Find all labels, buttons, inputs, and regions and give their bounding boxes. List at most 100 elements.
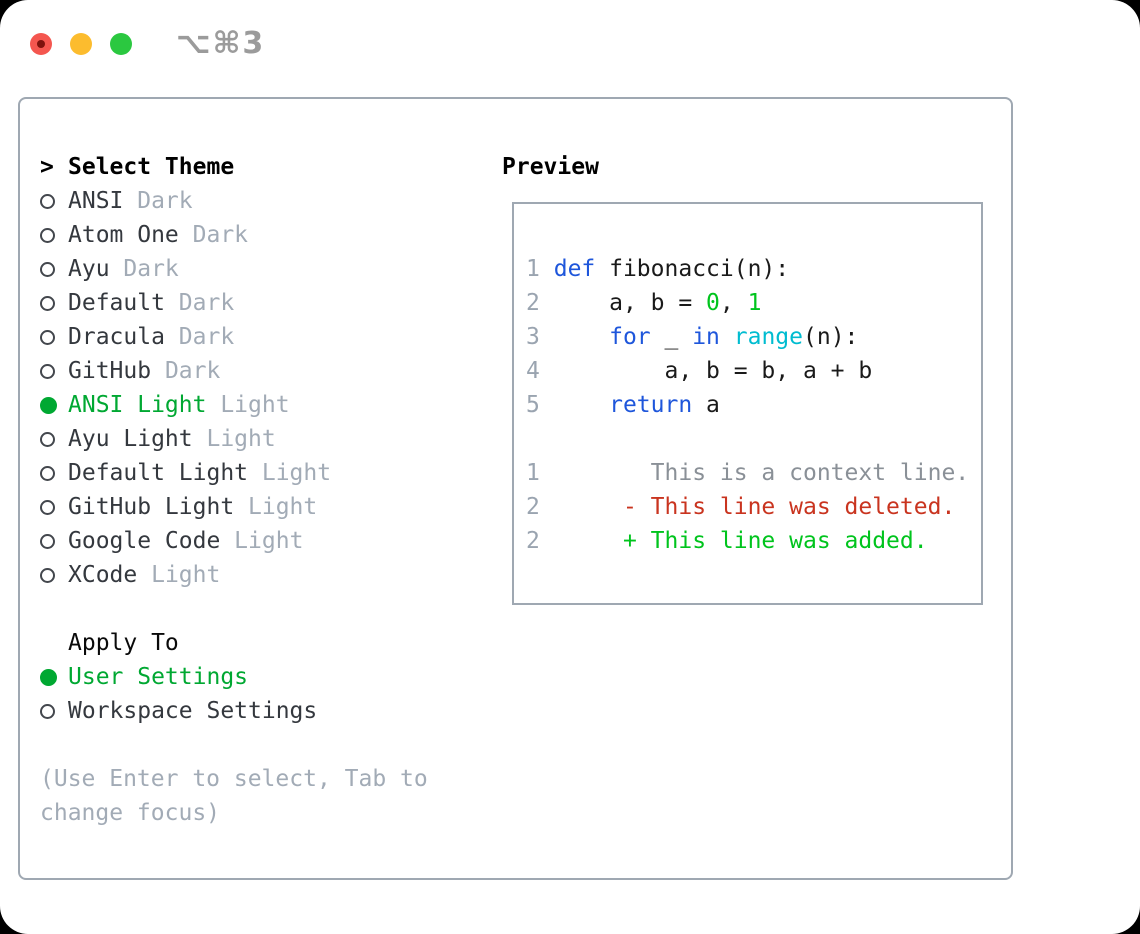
theme-option-default[interactable]: Default Dark [40,286,464,320]
code-token: (n): [803,324,859,350]
line-number: 2 [526,494,540,520]
code-token: 0 [706,290,720,316]
variant-badge: Light [234,494,318,520]
radio-unselected-icon [40,465,68,481]
option-label: Dracula [68,324,165,350]
theme-option-google-code[interactable]: Google Code Light [40,524,464,558]
diff-line: 2 - This line was deleted. [526,490,981,524]
option-label: Workspace Settings [68,698,318,724]
code-line: 2 a, b = 0, 1 [526,286,981,320]
radio-circle [40,703,55,719]
code-token: a, b = b, a + b [553,358,873,384]
code-token: return [609,392,693,418]
line-number: 3 [526,324,540,350]
theme-option-xcode[interactable]: XCode Light [40,558,464,592]
option-label: ANSI Light [68,392,207,418]
variant-badge: Dark [178,222,249,248]
radio-circle [40,668,57,686]
variant-badge: Light [206,392,290,418]
titlebar: ⌥⌘3 [30,26,265,61]
radio-unselected-icon [40,329,68,345]
diff-line: 2 + This line was added. [526,524,981,558]
spacer [40,728,464,762]
code-token: fibonacci(n): [595,256,790,282]
option-label: GitHub [68,358,152,384]
variant-badge: Dark [164,290,235,316]
radio-unselected-icon [40,533,68,549]
variant-badge: Light [248,460,332,486]
radio-circle [40,533,55,549]
variant-badge: Light [220,528,304,554]
keyboard-shortcut-label: ⌥⌘3 [176,26,266,61]
option-label: User Settings [68,664,249,690]
help-text: (Use Enter to select, Tab to change focu… [40,766,428,826]
option-label: Default Light [68,460,249,486]
theme-option-default-light[interactable]: Default Light Light [40,456,464,490]
code-token [720,324,734,350]
apply-to-title: Apply To [68,630,179,656]
option-label: ANSI [68,188,124,214]
select-theme-title: Select Theme [68,154,235,180]
code-token: a [692,392,720,418]
zoom-button[interactable] [110,32,132,55]
code-token: - This line was deleted. [553,494,956,520]
minimize-button[interactable] [70,32,92,55]
theme-option-ansi[interactable]: ANSI Dark [40,184,464,218]
code-token: in [692,324,720,350]
preview-title: Preview [502,154,599,180]
radio-circle [40,363,55,379]
radio-selected-icon [40,668,68,686]
theme-option-github-light[interactable]: GitHub Light Light [40,490,464,524]
theme-option-atom-one[interactable]: Atom One Dark [40,218,464,252]
option-label: Ayu [68,256,110,282]
theme-option-ayu[interactable]: Ayu Dark [40,252,464,286]
line-number: 5 [526,392,540,418]
option-label: GitHub Light [68,494,235,520]
radio-circle [40,329,55,345]
variant-badge: Dark [123,188,193,214]
radio-circle [40,261,55,277]
select-theme-header: >Select Theme [40,150,464,184]
code-token [554,324,609,350]
theme-option-github[interactable]: GitHub Dark [40,354,464,388]
code-token: for [609,324,651,350]
apply-option-user-settings[interactable]: User Settings [40,660,464,694]
variant-badge: Light [192,426,276,452]
radio-circle [40,567,55,583]
diff-line: 1 This is a context line. [526,456,981,490]
option-label: XCode [68,562,138,588]
radio-unselected-icon [40,363,68,379]
variant-badge: Light [137,562,221,588]
close-dot-icon [37,39,45,48]
radio-circle [40,295,55,311]
option-label: Google Code [68,528,221,554]
code-token: a, b = [553,290,707,316]
code-token: _ [650,324,693,350]
radio-unselected-icon [40,261,68,277]
code-token: , [719,290,748,316]
theme-option-ayu-light[interactable]: Ayu Light Light [40,422,464,456]
radio-unselected-icon [40,567,68,583]
apply-option-workspace-settings[interactable]: Workspace Settings [40,694,464,728]
radio-unselected-icon [40,499,68,515]
line-number: 1 [526,460,540,486]
line-number: 2 [526,290,540,316]
code-token: This is a context line. [553,460,970,486]
variant-badge: Dark [109,256,179,282]
option-label: Default [68,290,165,316]
variant-badge: Dark [164,324,235,350]
code-line: 4 a, b = b, a + b [526,354,981,388]
code-token: def [553,256,596,282]
theme-option-ansi-light[interactable]: ANSI Light Light [40,388,464,422]
theme-option-dracula[interactable]: Dracula Dark [40,320,464,354]
close-button[interactable] [30,32,52,55]
radio-circle [40,499,55,515]
variant-badge: Dark [151,358,221,384]
radio-unselected-icon [40,431,68,447]
